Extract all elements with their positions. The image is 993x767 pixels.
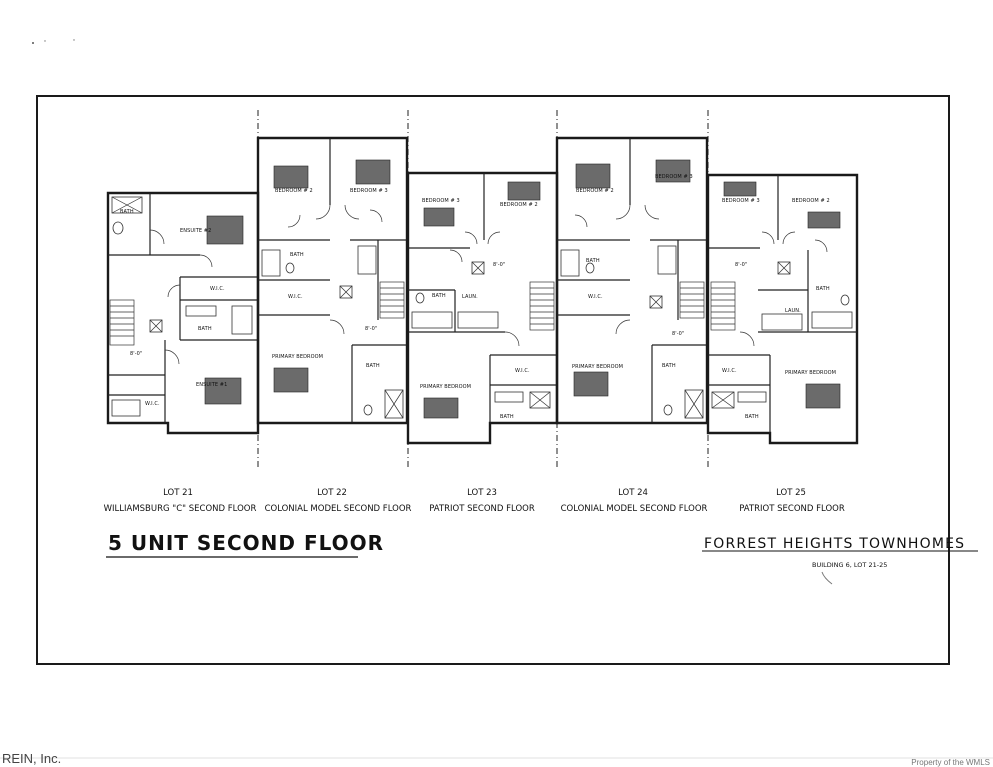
lot25-bath-label: BATH bbox=[816, 286, 830, 292]
lot25-bed2-label: BEDROOM # 2 bbox=[792, 198, 830, 204]
project-subtitle: BUILDING 6, LOT 21-25 bbox=[812, 561, 887, 569]
lot25-hall-label: 8'-0" bbox=[735, 262, 747, 268]
lot24-wic-label: W.I.C. bbox=[588, 294, 603, 300]
lot24-pbath-label: BATH bbox=[662, 363, 676, 369]
lot25-pbath-label: BATH bbox=[745, 414, 759, 420]
unit-lot-23: BEDROOM # 3 BEDROOM # 2 BATH LAUN. 8'-0"… bbox=[406, 171, 559, 445]
lot24-number: LOT 24 bbox=[618, 488, 648, 498]
lot23-pbath-label: BATH bbox=[500, 414, 514, 420]
lot22-bed3-label: BEDROOM # 3 bbox=[350, 188, 388, 194]
watermark-right: Property of the WMLS bbox=[911, 758, 990, 767]
lot22-wic-label: W.I.C. bbox=[288, 294, 303, 300]
lot23-number: LOT 23 bbox=[467, 488, 497, 498]
lot24-primary-label: PRIMARY BEDROOM bbox=[572, 364, 623, 370]
lot24-bed3-label: BEDROOM # 3 bbox=[655, 174, 693, 180]
lot-captions: LOT 21 WILLIAMSBURG "C" SECOND FLOOR LOT… bbox=[104, 488, 845, 514]
lot24-plan: COLONIAL MODEL SECOND FLOOR bbox=[561, 504, 708, 514]
lot25-number: LOT 25 bbox=[776, 488, 806, 498]
lot21-ensuite1-label: ENSUITE #1 bbox=[196, 382, 227, 388]
lot23-wic-label: W.I.C. bbox=[515, 368, 530, 374]
lot24-hall-label: 8'-0" bbox=[672, 331, 684, 337]
watermark-left: REIN, Inc. bbox=[2, 751, 61, 766]
lot22-pbath-label: BATH bbox=[366, 363, 380, 369]
project-name: FORREST HEIGHTS TOWNHOMES bbox=[704, 536, 965, 552]
lot23-primary-label: PRIMARY BEDROOM bbox=[420, 384, 471, 390]
lot25-bed3-label: BEDROOM # 3 bbox=[722, 198, 760, 204]
lot23-laun-label: LAUN. bbox=[462, 294, 478, 300]
lot21-ensuite2-label: ENSUITE #2 bbox=[180, 228, 211, 234]
lot23-bed2-label: BEDROOM # 2 bbox=[500, 202, 538, 208]
lot22-plan: COLONIAL MODEL SECOND FLOOR bbox=[265, 504, 412, 514]
lot22-hall-label: 8'-0" bbox=[365, 326, 377, 332]
unit-lot-21: ENSUITE #2 BATH W.I.C. BATH 8'-0" W.I.C.… bbox=[106, 191, 260, 435]
lot22-bed2-label: BEDROOM # 2 bbox=[275, 188, 313, 194]
unit-lot-25: BEDROOM # 3 BEDROOM # 2 8'-0" BATH LAUN.… bbox=[706, 173, 859, 445]
lot21-bath-top-label: BATH bbox=[120, 209, 134, 215]
lot25-primary-label: PRIMARY BEDROOM bbox=[785, 370, 836, 376]
lot25-plan: PATRIOT SECOND FLOOR bbox=[739, 504, 845, 514]
lot21-bath-label: BATH bbox=[198, 326, 212, 332]
lot25-laun-label: LAUN. bbox=[785, 308, 801, 314]
lot22-number: LOT 22 bbox=[317, 488, 347, 498]
lot24-bed2-label: BEDROOM # 2 bbox=[576, 188, 614, 194]
lot24-bath-label: BATH bbox=[586, 258, 600, 264]
unit-lot-24: BEDROOM # 2 BEDROOM # 3 BATH W.I.C. 8'-0… bbox=[555, 136, 709, 425]
lot21-wic-top-label: W.I.C. bbox=[210, 286, 225, 292]
lot21-hall-label: 8'-0" bbox=[130, 351, 142, 357]
lot23-bed3-label: BEDROOM # 3 bbox=[422, 198, 460, 204]
sheet-border bbox=[36, 95, 950, 665]
lot21-number: LOT 21 bbox=[163, 488, 193, 498]
lot23-plan: PATRIOT SECOND FLOOR bbox=[429, 504, 535, 514]
lot22-bath-label: BATH bbox=[290, 252, 304, 258]
lot21-wic-bottom-label: W.I.C. bbox=[145, 401, 160, 407]
sheet-title: 5 UNIT SECOND FLOOR bbox=[108, 531, 384, 555]
lot22-primary-label: PRIMARY BEDROOM bbox=[272, 354, 323, 360]
lot25-wic-label: W.I.C. bbox=[722, 368, 737, 374]
lot23-bath-label: BATH bbox=[432, 293, 446, 299]
lot21-plan: WILLIAMSBURG "C" SECOND FLOOR bbox=[104, 504, 257, 514]
lot23-hall-label: 8'-0" bbox=[493, 262, 505, 268]
